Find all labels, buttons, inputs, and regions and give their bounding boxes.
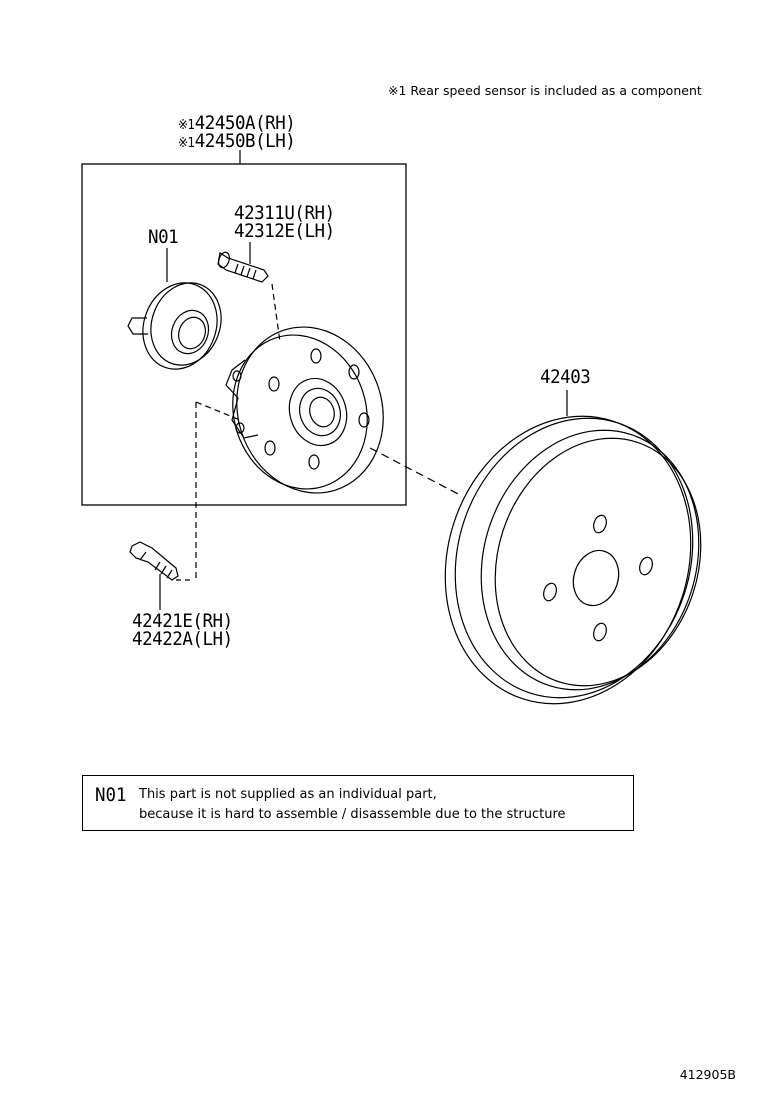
bearing-part <box>127 248 222 370</box>
n01-note-box: N01 This part is not supplied as an indi… <box>82 775 634 831</box>
mount-bolt-part <box>129 541 193 610</box>
mount-bolt-label-rh: 42421E(RH) <box>132 610 233 632</box>
n01-note-code: N01 <box>95 784 127 806</box>
hub-assembly-label-lh: ※142450B(LH) <box>178 130 296 152</box>
brake-drum-part <box>444 390 702 705</box>
sensor-note: ※1 Rear speed sensor is included as a co… <box>388 83 702 98</box>
brake-drum-label: 42403 <box>540 366 591 388</box>
note-mark: ※1 <box>178 136 195 151</box>
hub-assembly-label-rh: ※142450A(RH) <box>178 112 296 134</box>
mount-bolt-label-lh: 42422A(LH) <box>132 628 233 650</box>
hub-bolt-label-rh: 42311U(RH) <box>234 202 335 224</box>
hub-bolt-part <box>217 242 269 283</box>
n01-note-line2: because it is hard to assemble / disasse… <box>139 807 566 822</box>
hub-bolt-label-lh: 42312E(LH) <box>234 220 335 242</box>
note-mark: ※1 <box>178 118 195 133</box>
hub-assembly-frame <box>81 163 407 506</box>
drawing-code: 412905B <box>679 1067 736 1082</box>
bearing-label: N01 <box>148 226 179 248</box>
n01-note-line1: This part is not supplied as an individu… <box>139 787 437 802</box>
hub-flange-part <box>225 326 384 494</box>
